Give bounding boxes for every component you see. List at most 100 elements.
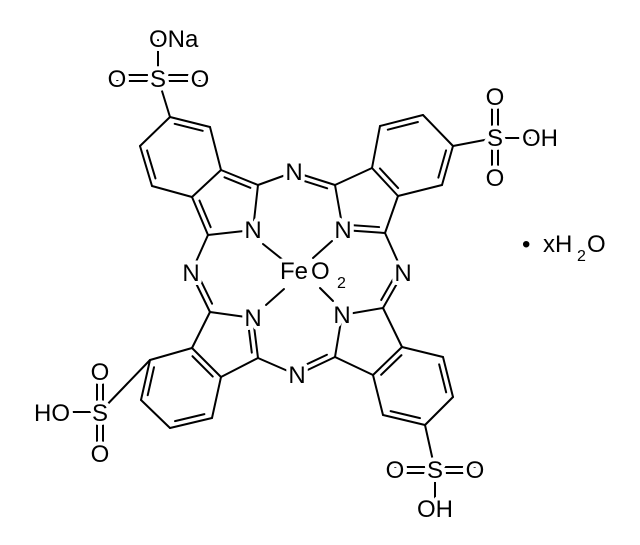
atom-n-meso-right: N xyxy=(394,260,411,287)
sulfo-bottom-left-o-bottom: O xyxy=(91,441,110,468)
bond xyxy=(424,396,454,426)
double-bond-inner xyxy=(378,167,400,190)
hydrate-xh: xH xyxy=(543,231,572,258)
double-bond-inner xyxy=(173,122,204,132)
bond xyxy=(334,184,344,231)
double-bond-inner xyxy=(299,353,328,369)
bond xyxy=(334,314,343,358)
bond xyxy=(334,356,374,376)
bond xyxy=(209,311,254,319)
double-bond-inner xyxy=(389,410,421,420)
sulfo-bottom-left-s: S xyxy=(92,400,108,427)
double-bond-inner xyxy=(380,354,403,376)
double-bond-inner xyxy=(174,413,206,423)
fe-n-bond xyxy=(265,288,285,306)
ligand-o: O xyxy=(311,258,330,285)
double-bond-inner xyxy=(197,275,214,305)
sulfo-bottom-right-o-left: O xyxy=(386,457,405,484)
bond xyxy=(140,399,171,429)
bond xyxy=(382,272,404,309)
bond xyxy=(296,356,336,376)
double-bond-inner xyxy=(348,223,381,229)
double-bond-inner xyxy=(146,366,156,397)
double-bond-inner xyxy=(146,149,157,180)
double-bond-inner xyxy=(380,274,397,302)
double-bond-inner xyxy=(198,199,212,229)
bond xyxy=(99,359,151,413)
bond xyxy=(252,317,259,359)
sulfo-bottom-right-o-right: O xyxy=(466,457,485,484)
bond xyxy=(169,417,213,429)
hydrate-o: O xyxy=(587,231,606,258)
hydrate-subscript: 2 xyxy=(577,248,586,265)
bond xyxy=(372,374,384,416)
bond xyxy=(334,167,373,186)
bond xyxy=(382,307,403,348)
bond xyxy=(139,145,153,187)
double-bond-inner xyxy=(386,120,419,131)
atom-n-meso-bottom: N xyxy=(288,362,305,389)
fe-n-bond xyxy=(262,243,284,261)
bond xyxy=(211,376,222,419)
bond xyxy=(401,346,444,358)
sulfo-top-right-oh: OH xyxy=(522,125,558,152)
bond xyxy=(207,229,254,236)
fe-n-bond xyxy=(312,240,333,259)
double-bond-inner xyxy=(438,363,448,394)
bond xyxy=(220,169,259,186)
bond xyxy=(384,195,399,234)
bond xyxy=(341,307,384,316)
atom-n-meso-left: N xyxy=(182,260,199,287)
double-bond-inner xyxy=(223,176,252,189)
sulfonate-o-right: O xyxy=(191,66,210,93)
bond xyxy=(139,116,171,147)
sulfo-top-right-o-top: O xyxy=(486,84,505,111)
atom-n-meso-top: N xyxy=(285,159,302,186)
bond xyxy=(257,357,298,376)
bond xyxy=(372,346,403,376)
bond xyxy=(397,184,443,197)
atom-n-pyrrole-top-left: N xyxy=(244,217,261,244)
bond xyxy=(191,311,211,349)
atom-fe: Fe xyxy=(280,258,308,285)
bond xyxy=(384,232,404,274)
bond xyxy=(382,414,426,426)
bond xyxy=(190,234,209,274)
double-bond-inner xyxy=(191,355,214,378)
hydrate-bullet: • xyxy=(522,231,530,258)
bond xyxy=(342,229,386,234)
bond xyxy=(151,185,193,198)
double-bond-inner xyxy=(297,178,329,190)
bond xyxy=(191,196,209,236)
bond xyxy=(424,424,436,471)
sulfonate-o-left: O xyxy=(108,66,127,93)
double-bond-inner xyxy=(437,149,448,179)
bonds xyxy=(69,39,531,506)
sulfo-top-right-s: S xyxy=(487,125,503,152)
bond xyxy=(169,116,211,128)
bond xyxy=(149,347,193,361)
sulfo-bottom-right-oh: OH xyxy=(417,496,453,523)
bond xyxy=(371,167,399,197)
atom-labels: N N N N N N N N Fe O 2 S O O ONa S O O O… xyxy=(30,22,610,527)
bond xyxy=(209,126,222,171)
bond xyxy=(441,145,454,186)
bond xyxy=(191,347,222,378)
bond xyxy=(422,114,454,147)
bond xyxy=(371,125,381,169)
bond xyxy=(379,114,424,127)
sulfo-top-right-o-bottom: O xyxy=(486,165,505,192)
bond xyxy=(190,272,211,313)
sulfo-bottom-right-s: S xyxy=(427,457,443,484)
bond xyxy=(220,357,259,378)
bond xyxy=(140,359,151,401)
ligand-subscript: 2 xyxy=(337,275,346,292)
fe-n-bond xyxy=(319,287,334,302)
bond xyxy=(452,137,496,147)
bond xyxy=(252,184,259,231)
atom-n-pyrrole-top-right: N xyxy=(334,217,351,244)
bond xyxy=(191,169,222,198)
sulfo-bottom-left-ho: HO xyxy=(34,400,70,427)
